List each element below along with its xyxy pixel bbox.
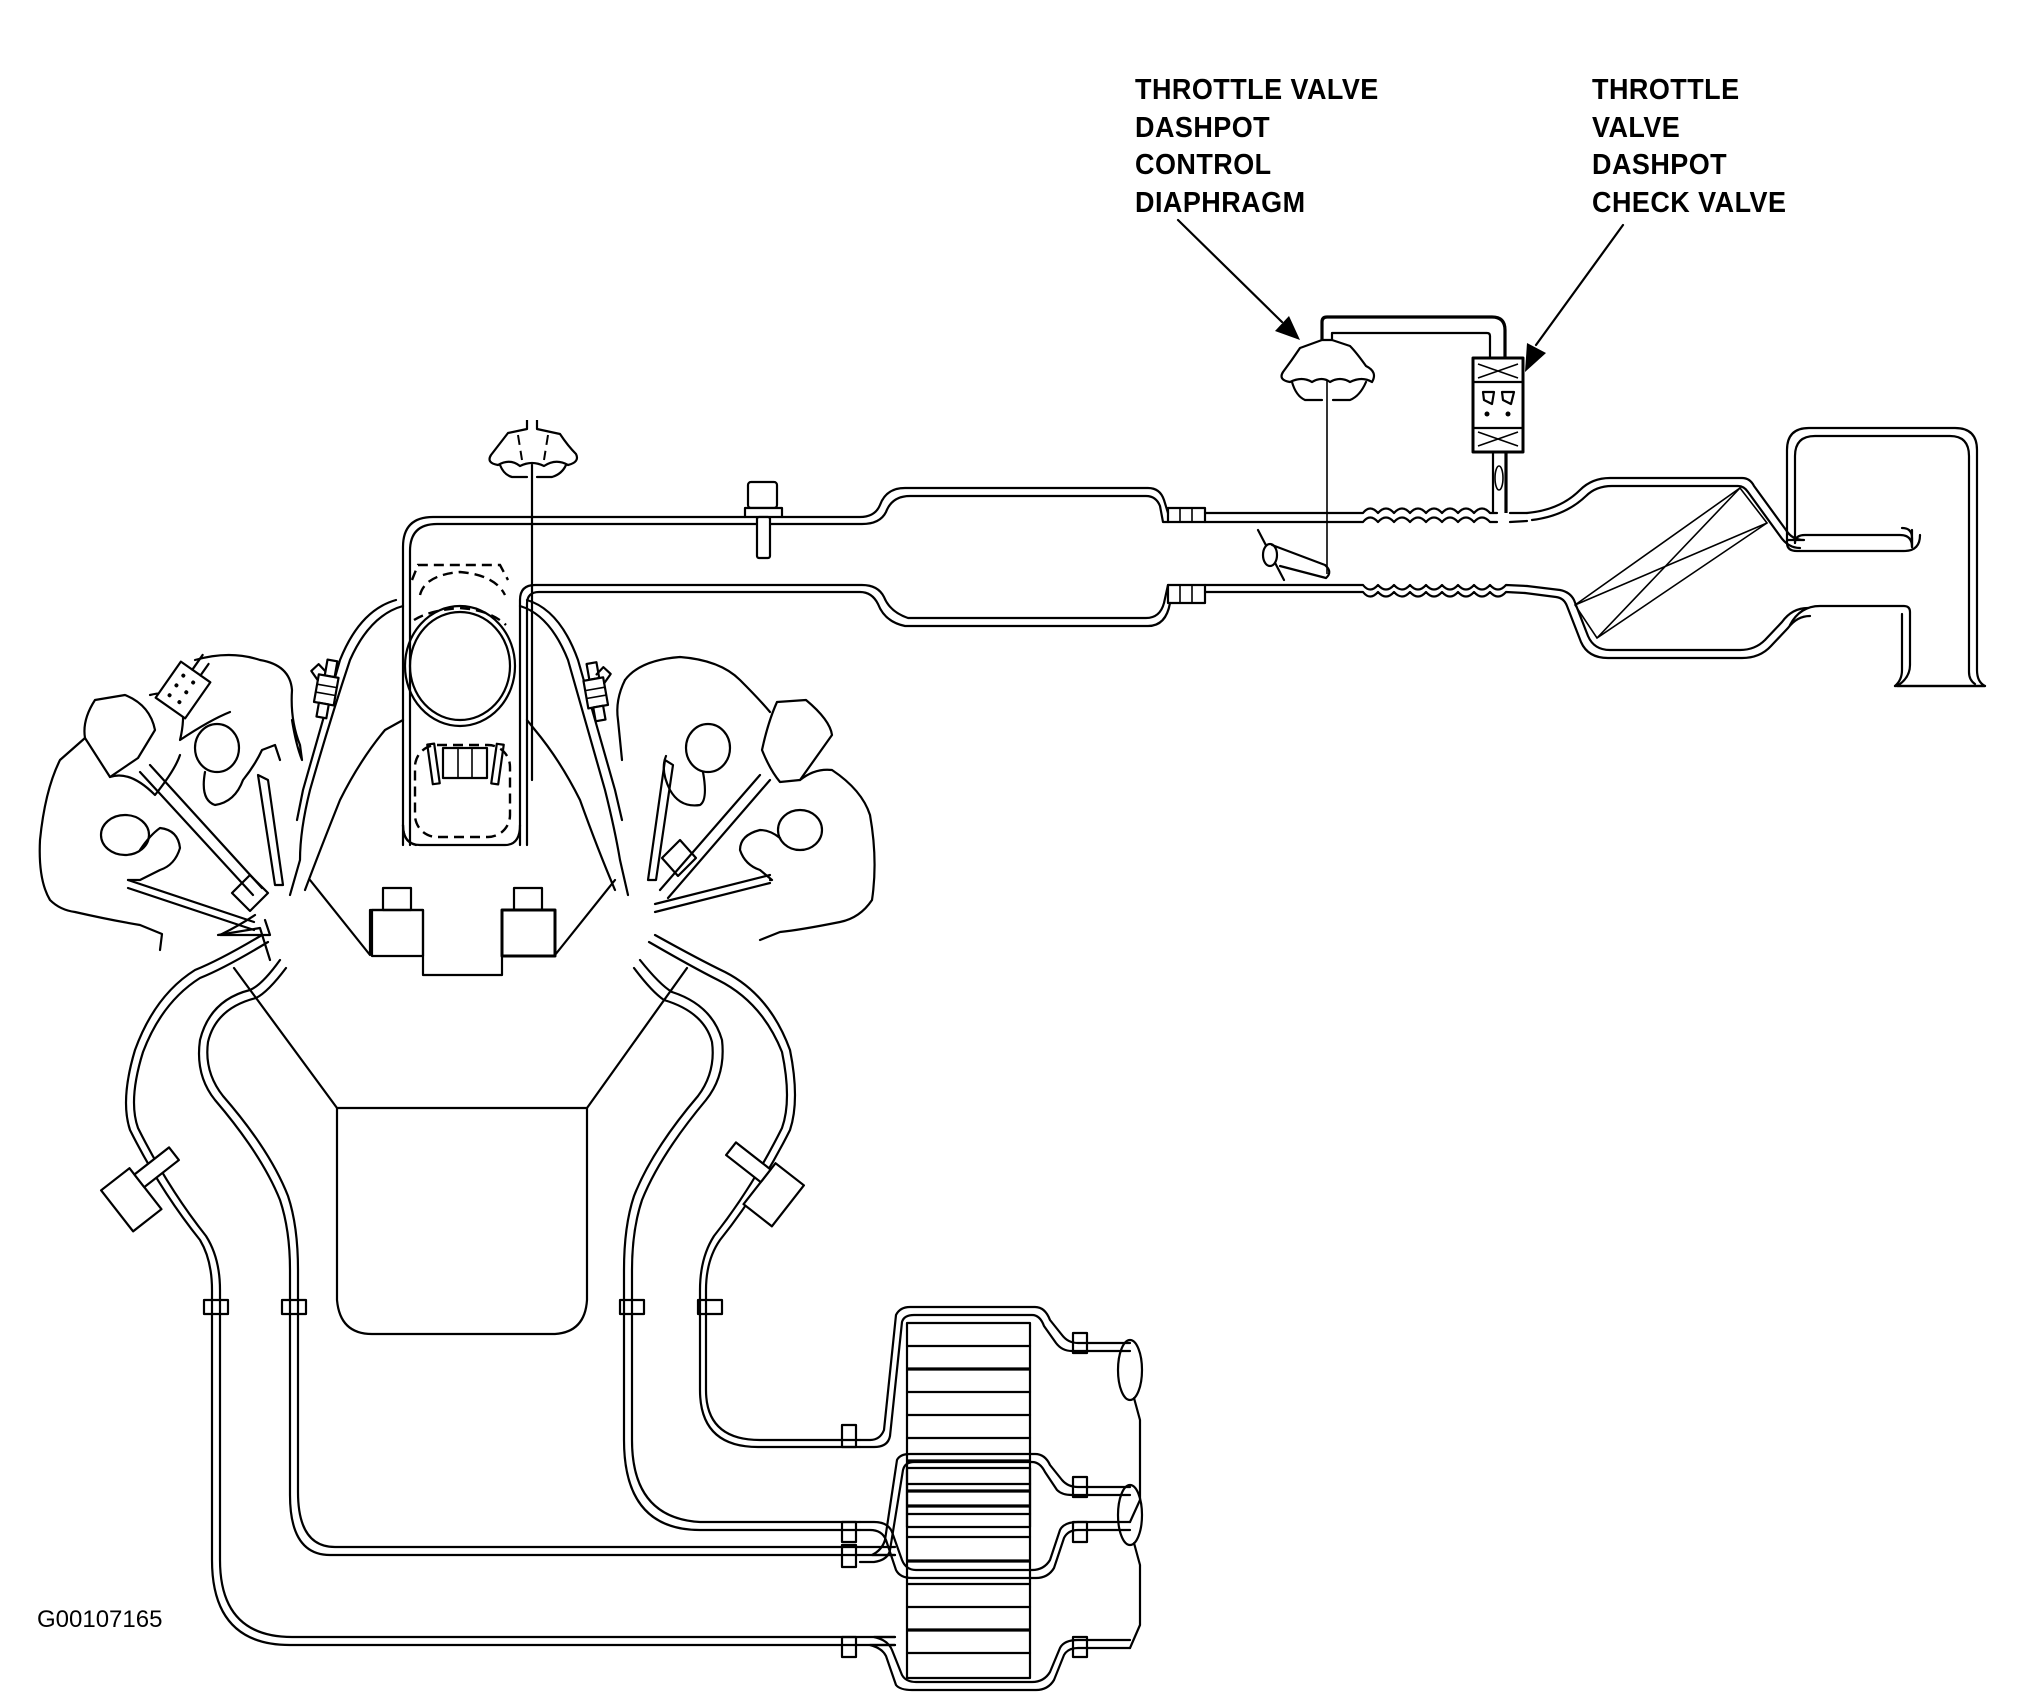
engine-harness-connector [154,653,212,720]
callout-line: THROTTLE [1592,74,1740,106]
vacuum-hose [1320,315,1507,360]
catalytic-converter-lower [840,1452,1144,1692]
intake-bellows [1203,507,1529,598]
air-cleaner-filter [1523,476,1812,660]
callout-label-dashpot-control-diaphragm: THROTTLE VALVE DASHPOT CONTROL DIAPHRAGM [1135,72,1379,222]
callout-line: CHECK VALVE [1592,186,1787,219]
engine-block [232,966,689,1336]
intake-runners [288,598,630,897]
cylinder-head-right [616,655,876,942]
callout-arrow-diaphragm [1176,218,1300,340]
throttle-opener-diaphragm [488,420,579,782]
callout-label-dashpot-check-valve: THROTTLE VALVE DASHPOT CHECK VALVE [1592,72,1786,222]
callout-line: DIAPHRAGM [1135,186,1306,219]
dashpot-control-diaphragm[interactable] [1280,338,1376,574]
callout-line: DASHPOT [1135,111,1271,144]
air-cleaner-duct [1785,426,1987,688]
intake-duct [401,486,1172,847]
throttle-valve[interactable] [1256,528,1331,582]
fuel-injector-right [582,661,612,723]
callout-line: CONTROL [1135,149,1272,181]
callout-line: DASHPOT [1592,149,1728,181]
oxygen-sensor-right [724,1141,806,1228]
dashpot-check-valve[interactable] [1471,356,1525,515]
catalytic-converter-upper [840,1305,1144,1580]
callout-line: THROTTLE VALVE [1135,74,1379,106]
callout-line: VALVE [1592,111,1681,144]
cylinder-head-left [38,653,304,962]
callout-arrow-check-valve [1525,223,1625,372]
fuel-injector-left [310,658,340,720]
throttle-body [1166,506,1207,605]
oxygen-sensor-left [99,1146,181,1233]
intake-manifold-base [308,878,617,977]
exhaust-pipe-left [99,933,897,1647]
exhaust-pipe-right [618,933,862,1532]
figure-id: G00107165 [37,1606,163,1633]
intake-plenum [401,563,522,847]
intake-air-temperature-sensor [743,480,784,560]
